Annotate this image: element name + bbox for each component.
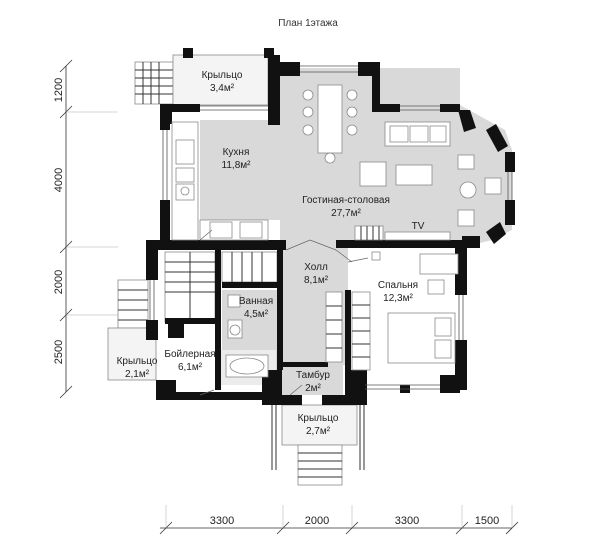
dim-horizontal-2: 2000 (305, 515, 329, 527)
room-area-porch-bottom: 2,7м² (306, 426, 331, 437)
hall-closet (325, 291, 343, 363)
room-area-living: 27,7м² (331, 208, 361, 219)
room-name-vestibule: Тамбур (296, 369, 330, 381)
room-name-living: Гостиная-столовая (302, 195, 390, 206)
windows (149, 65, 513, 390)
walls (146, 48, 515, 405)
room-name-bath: Ванная (239, 296, 273, 307)
dining-table (302, 84, 358, 164)
room-area-bath: 4,5м² (244, 309, 269, 320)
tv-label: TV (412, 221, 425, 232)
vertical-dimensions: 1200 4000 2000 2500 (53, 59, 118, 399)
room-area-bedroom: 12,3м² (383, 293, 413, 304)
room-area-kitchen: 11,8м² (222, 160, 252, 171)
dim-vertical-4: 2500 (53, 340, 65, 364)
porch-top-stairs (134, 54, 269, 106)
plan-title: План 1этажа (278, 18, 338, 29)
dim-vertical-1: 1200 (53, 78, 65, 102)
room-name-bedroom: Спальня (378, 280, 418, 291)
room-labels: Крыльцо 3,4м² Кухня 11,8м² Гостиная-стол… (117, 70, 425, 437)
room-area-boiler: 6,1м² (178, 362, 203, 373)
internal-stair (164, 251, 278, 323)
room-name-porch-left: Крыльцо (117, 356, 158, 367)
kitchen-furniture (171, 121, 269, 241)
room-name-boiler: Бойлерная (164, 349, 215, 360)
dim-vertical-3: 2000 (53, 270, 65, 294)
room-area-porch-left: 2,1м² (125, 369, 150, 380)
door-swings (199, 229, 369, 396)
bath-fixtures (225, 294, 269, 378)
room-name-kitchen: Кухня (223, 147, 250, 158)
room-name-hall: Холл (304, 262, 328, 273)
bedroom-furniture (351, 251, 459, 371)
dim-vertical-2: 4000 (53, 168, 65, 192)
porch-bottom-stairs (271, 404, 365, 486)
dim-horizontal-4: 1500 (475, 515, 499, 527)
living-furniture (354, 121, 502, 241)
horizontal-dimensions: 3300 2000 3300 1500 (159, 505, 519, 535)
room-area-porch-top: 3,4м² (210, 83, 235, 94)
dim-horizontal-1: 3300 (210, 515, 234, 527)
room-name-porch-bottom: Крыльцо (298, 413, 339, 424)
room-area-hall: 8,1м² (304, 275, 329, 286)
dim-horizontal-3: 3300 (395, 515, 419, 527)
room-name-porch-top: Крыльцо (202, 70, 243, 81)
room-area-vestibule: 2м² (305, 383, 321, 394)
